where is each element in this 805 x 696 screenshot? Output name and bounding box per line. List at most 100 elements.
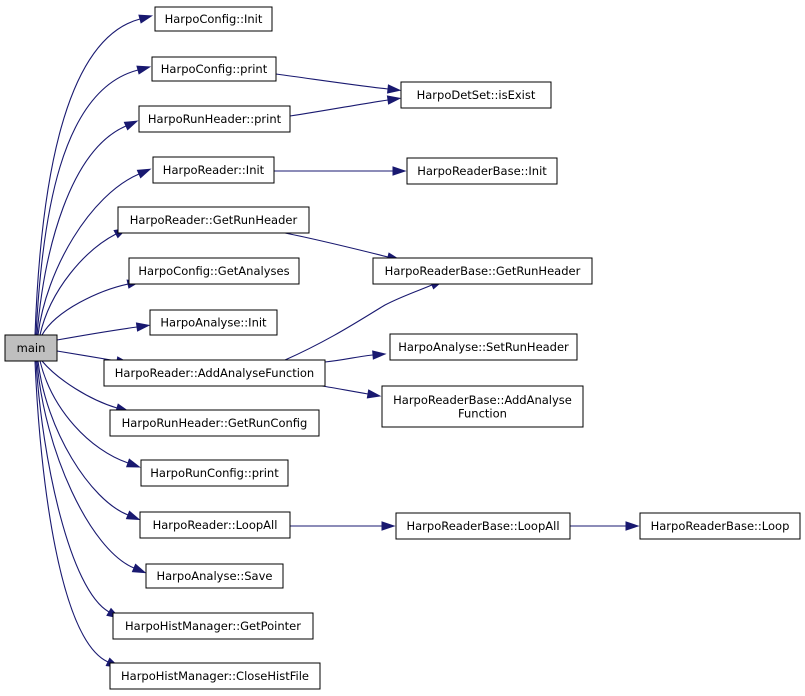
edge-main-to-reader_getrunheader xyxy=(39,227,129,336)
node-detset-isexist[interactable]: HarpoDetSet::isExist xyxy=(400,81,552,109)
edge-main-to-cfg_init xyxy=(34,14,154,336)
edge-main-to-cfg_print xyxy=(35,65,152,336)
edge-main-to-reader_init xyxy=(37,168,152,336)
arrowhead-icon xyxy=(386,95,402,105)
node-label: HarpoReader::LoopAll xyxy=(153,518,278,532)
arrowhead-icon xyxy=(135,322,151,332)
node-label: HarpoAnalyse::Save xyxy=(156,569,272,583)
node-readerbase-init[interactable]: HarpoReaderBase::Init xyxy=(406,157,558,185)
arrowhead-icon xyxy=(131,563,147,574)
arrowhead-icon xyxy=(123,120,139,131)
node-box xyxy=(400,81,552,109)
node-analyse-save[interactable]: HarpoAnalyse::Save xyxy=(145,563,284,589)
node-reader-init[interactable]: HarpoReader::Init xyxy=(152,156,275,184)
arrowhead-icon xyxy=(125,458,141,468)
node-box xyxy=(109,409,320,437)
edge-main-to-runconfig_print xyxy=(39,360,141,468)
node-label: HarpoReader::GetRunHeader xyxy=(130,213,298,227)
node-box xyxy=(139,511,291,539)
node-label: HarpoRunConfig::print xyxy=(150,466,279,480)
node-readerbase-loopall[interactable]: HarpoReaderBase::LoopAll xyxy=(395,512,571,540)
edge-cfg_print-to-detset_isexist xyxy=(275,73,402,94)
edge-line xyxy=(41,360,118,409)
node-reader-getrunheader[interactable]: HarpoReader::GetRunHeader xyxy=(117,206,310,234)
node-box xyxy=(128,257,300,285)
edge-main-to-histmanager_getpointer xyxy=(35,360,121,619)
edge-line xyxy=(289,99,389,117)
arrowhead-icon xyxy=(625,521,640,531)
arrowhead-icon xyxy=(366,389,382,399)
node-analyse-init[interactable]: HarpoAnalyse::Init xyxy=(149,309,278,336)
node-label: HarpoReaderBase::AddAnalyse xyxy=(393,393,572,407)
node-cfg-init[interactable]: HarpoConfig::Init xyxy=(154,6,273,32)
node-box xyxy=(117,206,310,234)
node-box xyxy=(4,334,58,362)
node-readerbase-getrunheader[interactable]: HarpoReaderBase::GetRunHeader xyxy=(372,257,593,285)
edge-reader_getrunheader-to-readerbase_getrunheader xyxy=(284,232,402,262)
node-box xyxy=(406,157,558,185)
edge-main-to-cfg_getanalyses xyxy=(41,279,142,336)
arrowhead-icon xyxy=(138,14,154,24)
edge-line xyxy=(41,283,129,336)
node-label: HarpoReaderBase::LoopAll xyxy=(406,519,559,533)
node-label: HarpoDetSet::isExist xyxy=(417,88,536,102)
node-label: HarpoRunHeader::print xyxy=(148,112,282,126)
arrowhead-icon xyxy=(372,350,387,360)
edge-main-to-analyse_save xyxy=(36,360,147,574)
node-runconfig-print[interactable]: HarpoRunConfig::print xyxy=(140,459,289,487)
node-readerbase-addanalysefunction[interactable]: HarpoReaderBase::AddAnalyseFunction xyxy=(381,385,584,428)
node-histmanager-getpointer[interactable]: HarpoHistManager::GetPointer xyxy=(112,612,314,640)
edge-line xyxy=(34,360,109,663)
node-readerbase-loop[interactable]: HarpoReaderBase::Loop xyxy=(639,512,801,540)
edge-line xyxy=(36,125,127,336)
node-label: main xyxy=(17,341,46,355)
node-label: HarpoConfig::Init xyxy=(165,12,263,26)
node-label: HarpoConfig::print xyxy=(161,62,268,76)
edge-main-to-runheader_print xyxy=(36,120,139,336)
edge-reader_addanalysefunction-to-readerbase_addanalysefunction xyxy=(321,385,382,399)
node-box xyxy=(140,459,289,487)
arrowhead-icon xyxy=(136,168,152,179)
node-main[interactable]: main xyxy=(4,334,58,362)
edge-reader_init-to-readerbase_init xyxy=(274,166,407,176)
node-label: HarpoHistManager::GetPointer xyxy=(125,619,301,633)
node-label: HarpoRunHeader::GetRunConfig xyxy=(122,416,308,430)
arrowhead-icon xyxy=(381,521,396,531)
arrowhead-icon xyxy=(136,65,152,75)
edge-line xyxy=(34,18,141,336)
edge-main-to-analyse_init xyxy=(56,322,151,341)
node-label: HarpoHistManager::CloseHistFile xyxy=(121,669,309,683)
node-box xyxy=(395,512,571,540)
edge-line xyxy=(35,69,139,336)
node-cfg-print[interactable]: HarpoConfig::print xyxy=(151,56,277,82)
node-label: HarpoReader::Init xyxy=(163,163,265,177)
node-box xyxy=(381,385,584,428)
arrowhead-icon xyxy=(392,166,407,176)
edge-line xyxy=(284,232,389,258)
node-histmanager-closehistfile[interactable]: HarpoHistManager::CloseHistFile xyxy=(109,662,321,690)
node-label: HarpoReaderBase::GetRunHeader xyxy=(385,264,581,278)
edge-line xyxy=(324,354,374,363)
node-cfg-getanalyses[interactable]: HarpoConfig::GetAnalyses xyxy=(128,257,300,285)
node-box xyxy=(151,56,277,82)
node-box xyxy=(103,359,326,387)
edge-runheader_print-to-detset_isexist xyxy=(289,95,402,117)
edge-reader_loopall-to-readerbase_loopall xyxy=(290,521,396,531)
node-reader-loopall[interactable]: HarpoReader::LoopAll xyxy=(139,511,291,539)
node-box xyxy=(145,563,284,589)
edge-line xyxy=(37,173,140,336)
node-runheader-getrunconfig[interactable]: HarpoRunHeader::GetRunConfig xyxy=(109,409,320,437)
edge-main-to-reader_loopall xyxy=(37,360,141,521)
edge-line xyxy=(321,385,369,395)
node-runheader-print[interactable]: HarpoRunHeader::print xyxy=(138,105,291,133)
node-label: HarpoReaderBase::Init xyxy=(417,164,547,178)
edge-line xyxy=(275,73,389,90)
node-box xyxy=(372,257,593,285)
node-box xyxy=(109,662,321,690)
edge-line xyxy=(39,233,117,336)
node-box xyxy=(112,612,314,640)
node-analyse-setrunheader[interactable]: HarpoAnalyse::SetRunHeader xyxy=(389,333,578,361)
call-edges xyxy=(34,14,640,668)
node-reader-addanalysefunction[interactable]: HarpoReader::AddAnalyseFunction xyxy=(103,359,326,387)
